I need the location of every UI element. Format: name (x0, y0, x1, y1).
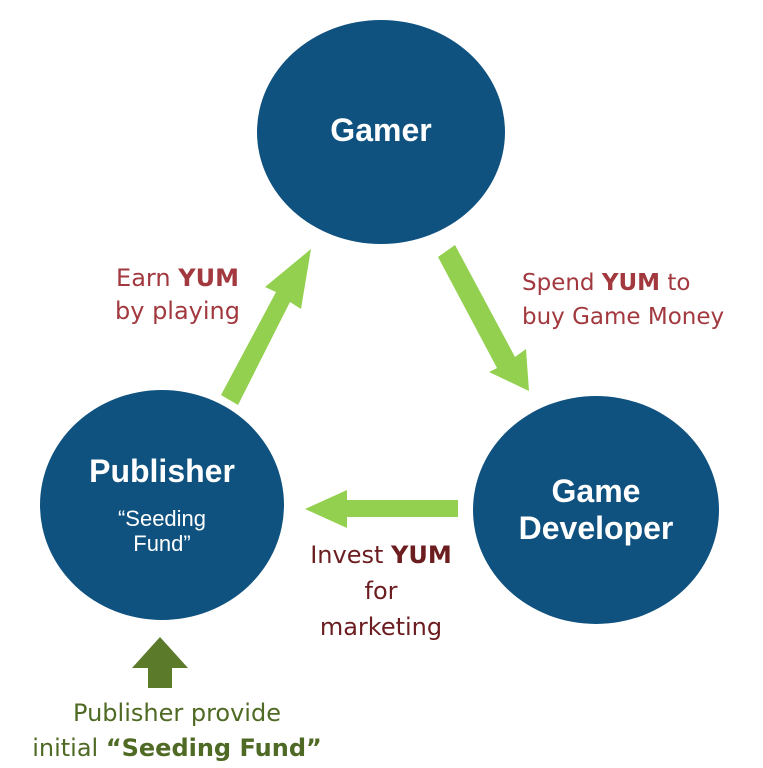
label-invest-line3: marketing (319, 613, 443, 641)
label-earn-yum: Earn YUM by playing (105, 262, 250, 328)
label-seeding-line2: initial “Seeding Fund” (12, 731, 342, 766)
node-gamer: Gamer (257, 20, 505, 244)
node-publisher: Publisher “Seeding Fund” (40, 390, 284, 620)
label-invest-bold: YUM (391, 541, 452, 569)
label-seeding-bold: “Seeding Fund” (105, 734, 322, 762)
label-seeding-line1: Publisher provide (73, 699, 281, 727)
arrow-publisher-to-gamer (221, 249, 311, 405)
label-earn-bold: YUM (178, 264, 239, 292)
label-invest-line2: for (364, 577, 398, 605)
node-game-developer: Game Developer (473, 396, 719, 624)
label-earn-line2: by playing (115, 297, 240, 325)
label-spend-line2: buy Game Money (522, 304, 725, 330)
label-seeding-fund: Publisher provide initial “Seeding Fund” (12, 696, 342, 766)
label-invest-yum: Invest YUM for marketing (306, 537, 456, 645)
label-invest-prefix: Invest (310, 541, 392, 569)
arrow-gamer-to-developer (438, 245, 529, 391)
node-publisher-subtitle: “Seeding Fund” (117, 506, 207, 556)
label-earn-prefix: Earn (116, 264, 179, 292)
node-gamer-title: Gamer (330, 111, 432, 148)
node-publisher-title: Publisher (89, 453, 235, 490)
label-seeding-prefix: initial (32, 734, 106, 762)
label-spend-suffix: to (660, 270, 691, 296)
label-spend-bold: YUM (601, 270, 661, 296)
label-spend-prefix: Spend (522, 270, 602, 296)
arrow-seed-fund (132, 637, 188, 688)
arrow-developer-to-publisher (305, 490, 458, 528)
label-earn-line1: Earn YUM (105, 262, 250, 295)
label-spend-line1: Spend YUM to (522, 266, 752, 300)
node-game-developer-title: Game Developer (518, 472, 674, 546)
label-invest-line1: Invest YUM (306, 537, 456, 573)
label-spend-yum: Spend YUM to buy Game Money (522, 266, 752, 334)
